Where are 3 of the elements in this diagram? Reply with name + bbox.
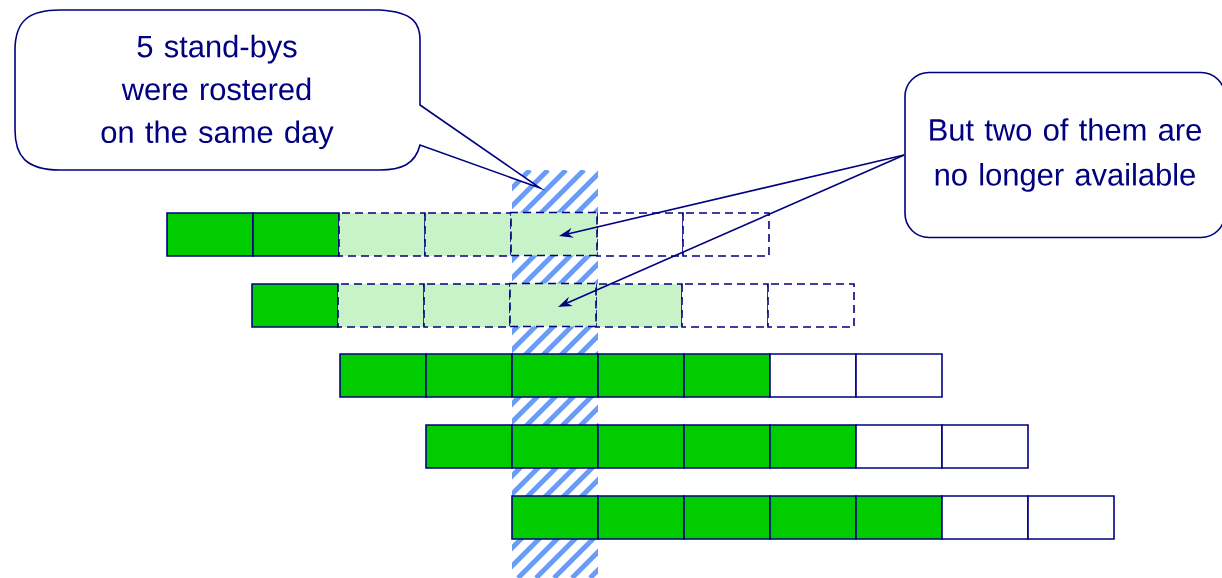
roster-cell	[510, 211, 598, 257]
callout-box: But two of them are no longer available	[904, 71, 1222, 239]
roster-cell	[509, 282, 597, 328]
